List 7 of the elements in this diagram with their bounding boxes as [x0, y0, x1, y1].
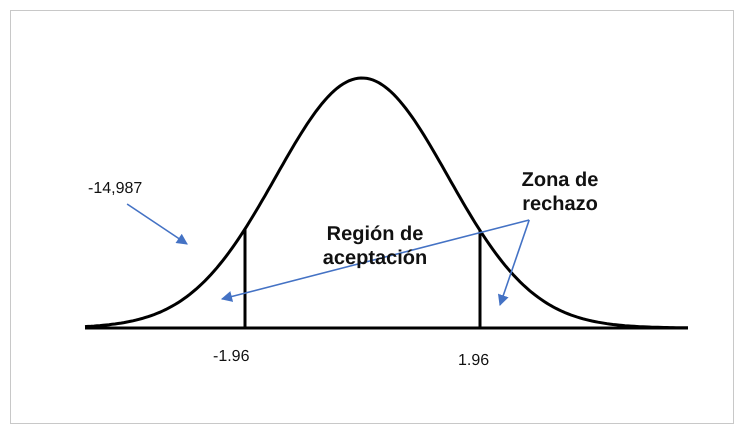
arrow	[220, 219, 530, 302]
critical-value-label: 1.96	[458, 352, 490, 370]
arrow	[126, 203, 188, 245]
annotation-label: -14,987	[88, 180, 142, 198]
critical-value-label: -1.96	[213, 348, 250, 366]
arrow	[498, 220, 530, 306]
annotation-label: Zona de rechazo	[505, 168, 615, 216]
